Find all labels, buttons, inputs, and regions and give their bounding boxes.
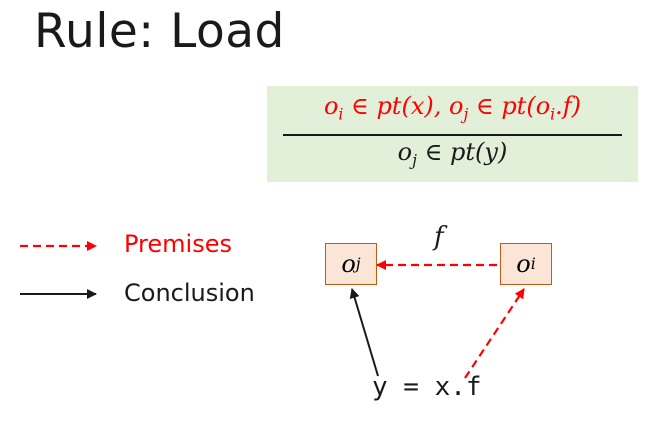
object-oi-sub: i — [530, 255, 536, 273]
conclusion-fn: pt — [450, 138, 476, 166]
object-oj-var: o — [341, 250, 356, 278]
premise-b-inner-sub: i — [550, 105, 556, 124]
rule-conclusion: oj ∈ pt(y) — [267, 138, 638, 169]
premise-a-fn: pt — [376, 92, 402, 120]
legend-premises-label: Premises — [124, 230, 232, 258]
rule-premises: oi ∈ pt(x), oj ∈ pt(oi.f) — [267, 92, 638, 123]
slide-title: Rule: Load — [34, 4, 285, 59]
inference-rule-box: oi ∈ pt(x), oj ∈ pt(oi.f) oj ∈ pt(y) — [267, 86, 638, 182]
premise-b-var: o — [448, 92, 464, 120]
premise-b-fn: pt — [501, 92, 527, 120]
x-points-to-arrow — [464, 288, 525, 379]
legend-conclusion-label: Conclusion — [124, 279, 255, 307]
field-label: f — [434, 222, 444, 252]
premise-b-open: ( — [526, 92, 536, 120]
premise-b-sub: j — [463, 105, 469, 124]
premise-a-rest: ∈ — [343, 92, 377, 120]
premise-b-rest: ∈ — [468, 92, 502, 120]
premise-a-sub: i — [338, 105, 344, 124]
object-oi-var: o — [516, 250, 531, 278]
load-statement: y = x.f — [372, 372, 482, 402]
conclusion-arg: (y) — [475, 138, 508, 166]
premise-b-inner-rest: .f) — [555, 92, 582, 120]
fraction-bar — [283, 134, 622, 136]
premise-b-inner-var: o — [535, 92, 551, 120]
conclusion-var: o — [397, 138, 413, 166]
y-points-to-arrow — [349, 288, 379, 377]
conclusion-sub: j — [412, 151, 417, 170]
premise-a-var: o — [323, 92, 339, 120]
conclusion-rest: ∈ — [416, 138, 450, 166]
premise-a-arg: (x), — [401, 92, 449, 120]
object-oj-sub: j — [355, 255, 361, 273]
